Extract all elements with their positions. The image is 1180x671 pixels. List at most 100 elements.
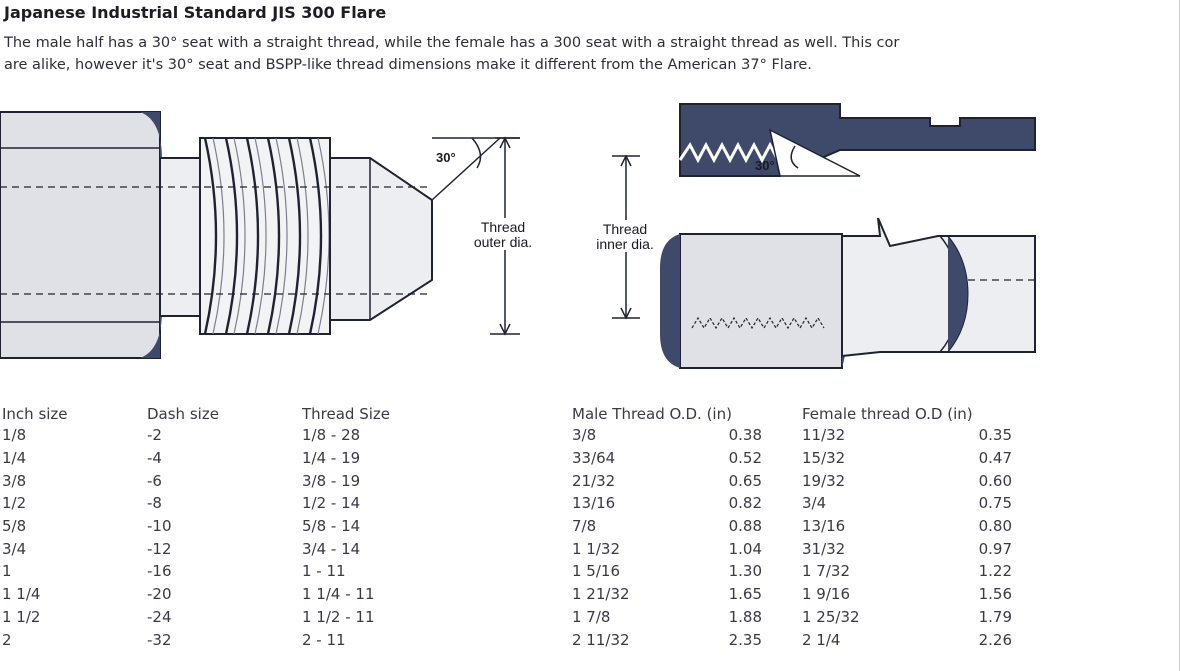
dimension-table: Inch size Dash size Thread Size Male Thr… [0, 404, 1012, 651]
female-fraction-cell: 31/32 [802, 539, 846, 558]
thread-coil-shade [275, 137, 288, 335]
female-fraction-cell: 13/16 [802, 517, 846, 536]
male-fraction-cell: 1 21/32 [572, 585, 630, 604]
female-od-cell: 0.47 [978, 449, 1012, 468]
male-fraction-cell: 3/8 [572, 426, 597, 445]
dash-size-cell: -6 [147, 471, 162, 490]
inch-size-cell: 1 1/4 [2, 585, 41, 604]
female-fraction-cell: 1 9/16 [802, 585, 850, 604]
header-dash-size: Dash size [147, 405, 219, 423]
thread-coil [203, 137, 218, 335]
header-inch-size: Inch size [2, 405, 68, 423]
male-od-cell: 0.88 [728, 517, 762, 536]
female-od-cell: 0.97 [978, 539, 1012, 558]
male-od-cell: 1.65 [728, 585, 762, 604]
table-row: 5/8 -10 5/8 - 14 7/8 0.88 13/16 0.80 [0, 515, 1012, 538]
male-fraction-cell: 2 11/32 [572, 630, 630, 649]
female-od-cell: 2.26 [978, 630, 1012, 649]
male-od-cell: 0.82 [728, 494, 762, 513]
thread-size-cell: 1 1/2 - 11 [302, 607, 375, 626]
table-header-row: Inch size Dash size Thread Size Male Thr… [0, 404, 1012, 424]
male-od-cell: 1.04 [728, 539, 762, 558]
male-fraction-cell: 21/32 [572, 471, 616, 490]
dash-size-cell: -8 [147, 494, 162, 513]
female-od-cell: 1.56 [978, 585, 1012, 604]
female-fraction-cell: 11/32 [802, 426, 846, 445]
male-od-cell: 1.88 [728, 607, 762, 626]
inner-dia-label-1: Thread [603, 221, 647, 237]
thread-coil-shade [296, 137, 309, 335]
dash-size-cell: -32 [147, 630, 172, 649]
thread-coil [224, 137, 239, 335]
male-od-cell: 0.65 [728, 471, 762, 490]
male-fraction-cell: 13/16 [572, 494, 616, 513]
inch-size-cell: 2 [2, 630, 12, 649]
female-fraction-cell: 1 7/32 [802, 562, 850, 581]
male-seat-angle: 30° [436, 150, 456, 165]
thread-coil [245, 137, 260, 335]
dash-size-cell: -16 [147, 562, 172, 581]
male-od-cell: 0.52 [728, 449, 762, 468]
dash-size-cell: -24 [147, 607, 172, 626]
thread-coil-shade [317, 137, 330, 335]
dash-size-cell: -10 [147, 517, 172, 536]
female-fraction-cell: 3/4 [802, 494, 827, 513]
dash-size-cell: -20 [147, 585, 172, 604]
thread-coil-shade [212, 137, 225, 335]
female-seat-angle: 30° [755, 158, 775, 173]
thread-coil [308, 137, 323, 335]
thread-size-cell: 2 - 11 [302, 630, 346, 649]
female-fraction-cell: 1 25/32 [802, 607, 860, 626]
table-row: 1 1/2 -24 1 1/2 - 11 1 7/8 1.88 1 25/32 1.79 [0, 606, 1012, 629]
thread-size-cell: 3/8 - 19 [302, 471, 361, 490]
thread-size-cell: 1/4 - 19 [302, 449, 361, 468]
page-heading: Japanese Industrial Standard JIS 300 Fla… [4, 3, 387, 22]
header-male-od: Male Thread O.D. (in) [572, 405, 732, 423]
male-fraction-cell: 7/8 [572, 517, 597, 536]
thread-size-cell: 1 - 11 [302, 562, 346, 581]
male-fraction-cell: 33/64 [572, 449, 616, 468]
inch-size-cell: 1 [2, 562, 12, 581]
male-fraction-cell: 1 1/32 [572, 539, 620, 558]
female-fraction-cell: 2 1/4 [802, 630, 841, 649]
male-fraction-cell: 1 5/16 [572, 562, 620, 581]
flare-diagram: 30° Thread outer dia. Thread inner dia. … [0, 103, 1036, 369]
inch-size-cell: 5/8 [2, 517, 27, 536]
female-od-cell: 1.22 [978, 562, 1012, 581]
female-od-cell: 0.60 [978, 471, 1012, 490]
female-fraction-cell: 15/32 [802, 449, 846, 468]
male-thread-coils [203, 137, 330, 335]
female-od-cell: 0.80 [978, 517, 1012, 536]
thread-size-cell: 1/8 - 28 [302, 426, 361, 445]
dash-size-cell: -12 [147, 539, 172, 558]
thread-size-cell: 1/2 - 14 [302, 494, 361, 513]
female-od-cell: 1.79 [978, 607, 1012, 626]
inch-size-cell: 1/4 [2, 449, 27, 468]
inch-size-cell: 1 1/2 [2, 607, 41, 626]
dash-size-cell: -2 [147, 426, 162, 445]
table-row: 1 1/4 -20 1 1/4 - 11 1 21/32 1.65 1 9/16 1.56 [0, 583, 1012, 606]
thread-size-cell: 5/8 - 14 [302, 517, 361, 536]
inch-size-cell: 3/8 [2, 471, 27, 490]
female-od-cell: 0.75 [978, 494, 1012, 513]
male-fraction-cell: 1 7/8 [572, 607, 611, 626]
description-line-1: The male half has a 30° seat with a stra… [4, 35, 900, 51]
outer-dia-label-1: Thread [481, 219, 525, 235]
male-fitting: 30° Thread outer dia. [0, 111, 546, 359]
thread-size-cell: 1 1/4 - 11 [302, 585, 375, 604]
header-female-od: Female thread O.D (in) [802, 405, 973, 423]
description-line-2: are alike, however it's 30° seat and BSP… [4, 57, 812, 73]
female-od-cell: 0.35 [978, 426, 1012, 445]
inner-dia-label-2: inner dia. [596, 236, 654, 252]
thread-size-cell: 3/4 - 14 [302, 539, 361, 558]
thread-coil-shade [233, 137, 246, 335]
female-fitting: Thread inner dia. 30° [584, 103, 1036, 369]
thread-coil [287, 137, 302, 335]
